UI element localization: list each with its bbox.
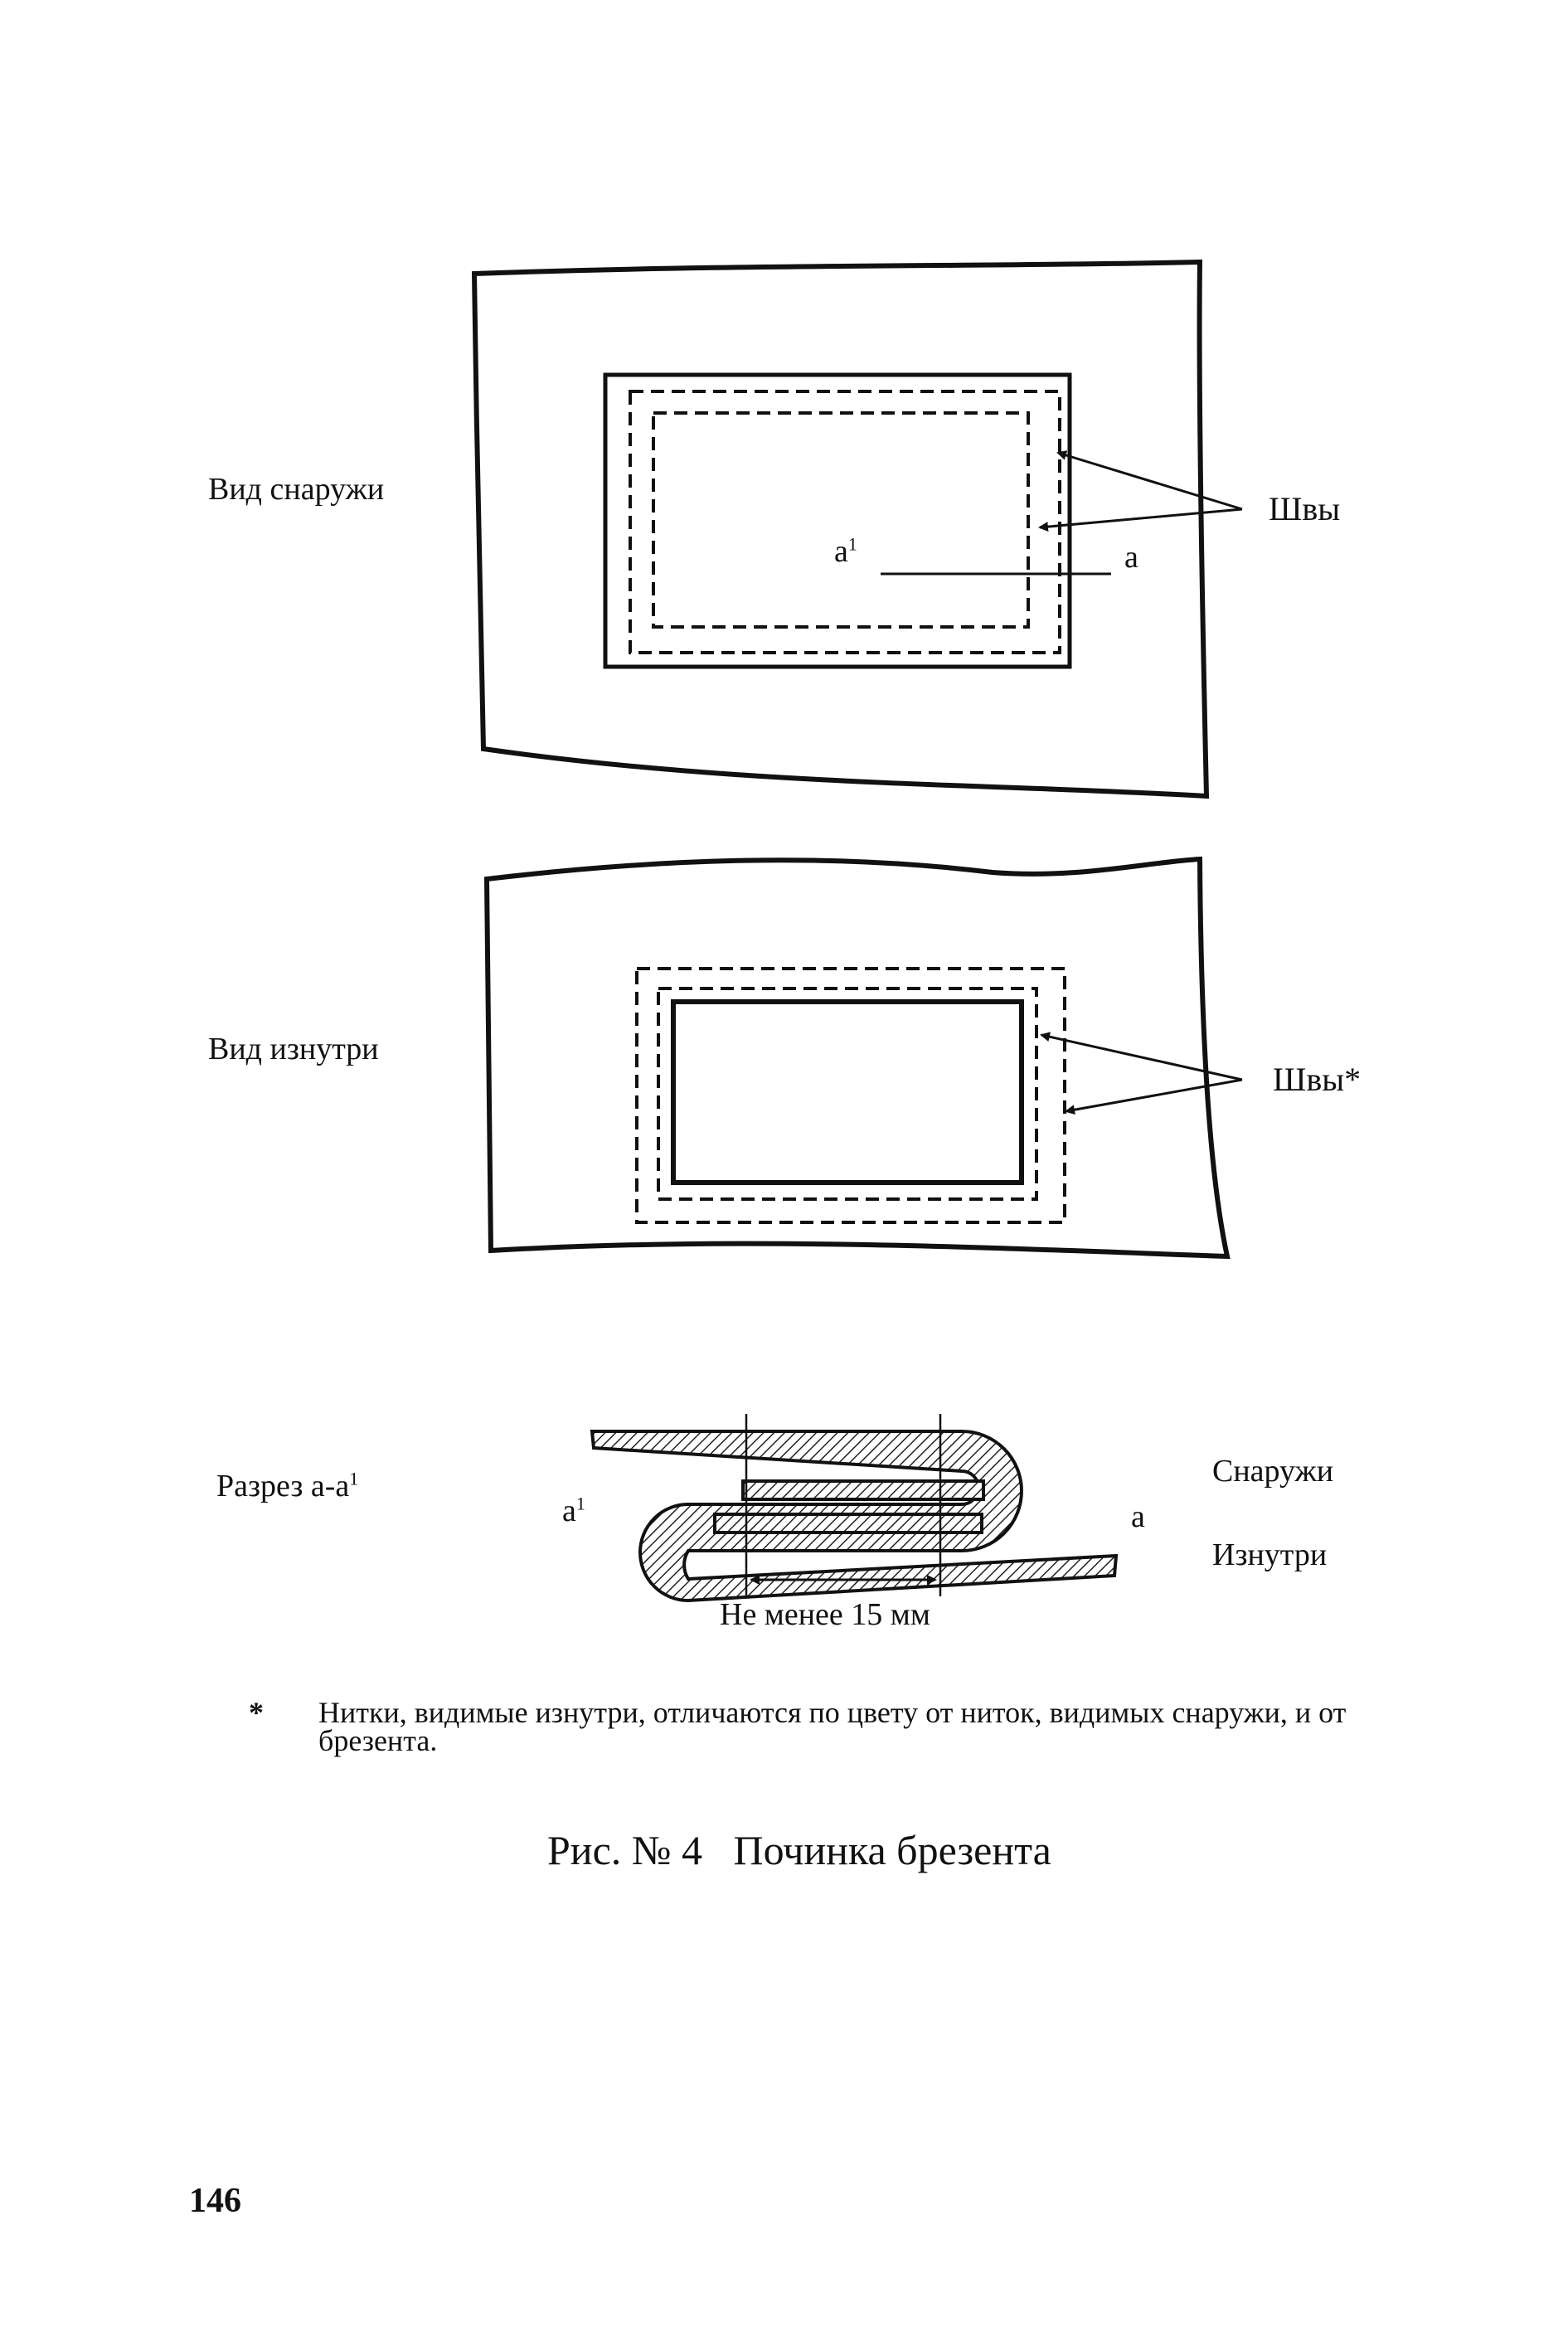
seam-arrow-4 <box>1065 1078 1243 1115</box>
outside-side-label: Снаружи <box>1212 1454 1334 1489</box>
outside-mark-a1: a1 <box>834 533 857 569</box>
seam-arrow-1 <box>1056 450 1243 511</box>
canvas-outline-outside <box>471 259 1210 799</box>
section-mark-a: a <box>1131 1499 1145 1534</box>
outside-mark-a: a <box>1124 540 1138 575</box>
outer-seam-inside <box>635 967 1066 1224</box>
figure-caption: Рис. № 4 Починка брезента <box>547 1827 1051 1873</box>
footnote-text: Нитки, видимые изнутри, отличаются по цв… <box>318 1696 1347 1757</box>
inside-view-drawing <box>483 856 1243 1260</box>
patch-strip-lower <box>713 1513 983 1534</box>
outside-seams-callout: Швы <box>1269 490 1341 527</box>
seam-arrow-3 <box>1040 1032 1243 1081</box>
footnote-marker: * <box>249 1696 264 1729</box>
section-mark-a1: a1 <box>562 1493 585 1528</box>
patch-outline <box>603 372 1072 669</box>
section-drawing <box>590 1414 1119 1603</box>
page-number: 146 <box>189 2182 241 2220</box>
canvas-outline-inside <box>483 856 1231 1260</box>
patch-strip-upper <box>741 1479 985 1501</box>
outer-seam-outside <box>629 390 1061 654</box>
dimension-label: Не менее 15 мм <box>720 1597 930 1632</box>
seam-arrow-2 <box>1038 508 1243 532</box>
inside-seams-callout: Швы* <box>1273 1061 1362 1098</box>
inside-side-label: Изнутри <box>1212 1537 1328 1572</box>
inner-seam-inside <box>657 987 1038 1201</box>
outside-view-drawing <box>471 259 1243 799</box>
inside-view-label: Вид изнутри <box>208 1032 379 1066</box>
hole-cut-edge <box>671 999 1024 1185</box>
section-label: Разрез а-а1 <box>216 1468 359 1503</box>
outside-view-label: Вид снаружи <box>208 472 385 507</box>
inner-seam-outside <box>652 411 1030 629</box>
